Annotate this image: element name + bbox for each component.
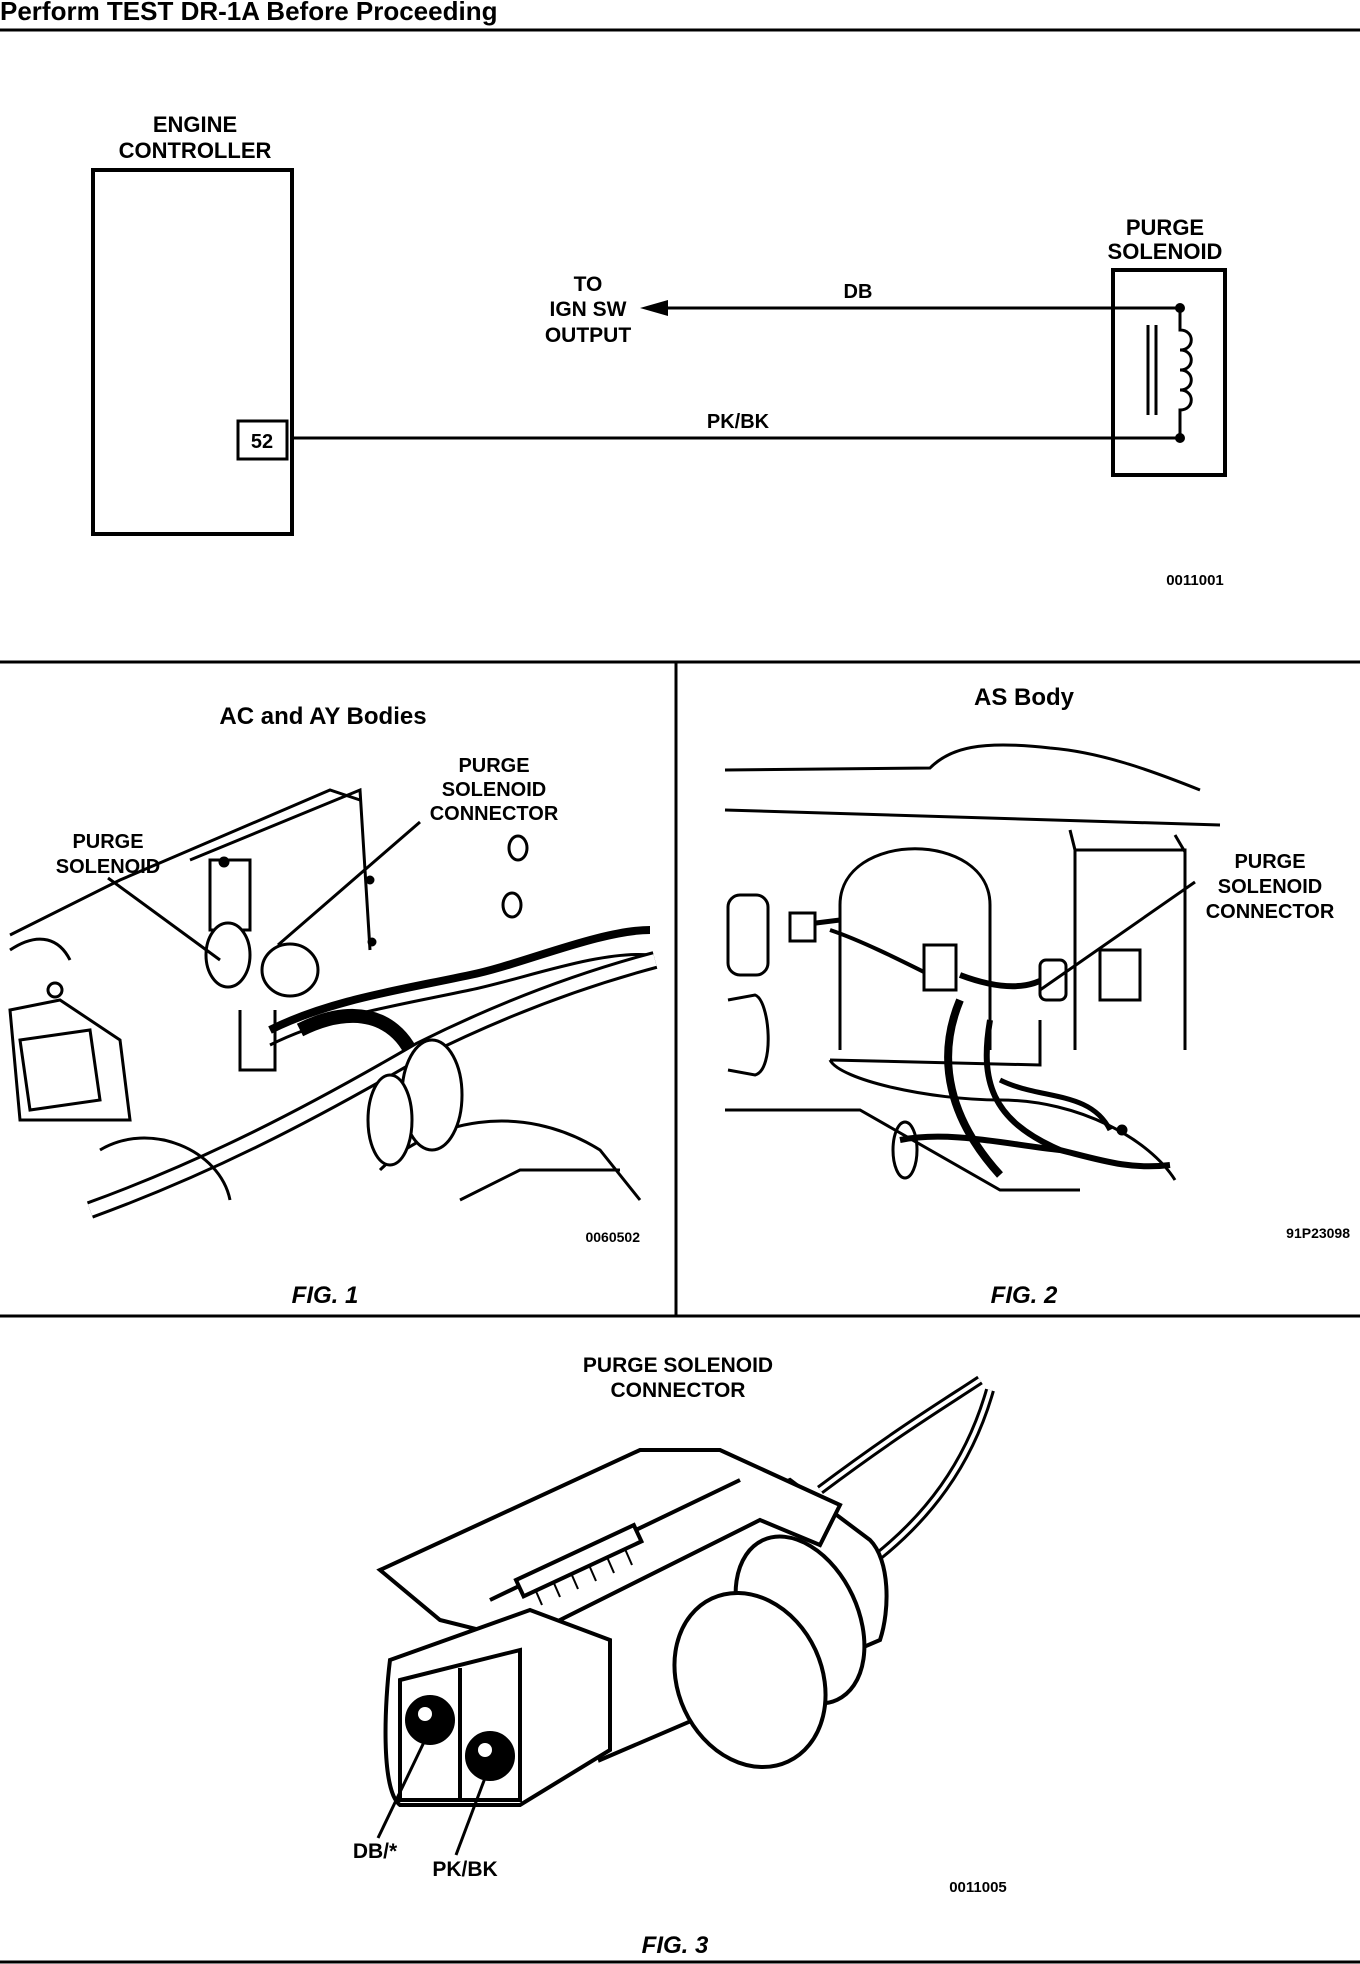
fig1-caption: FIG. 1 (292, 1282, 359, 1309)
fig1-label-purge-line1: PURGE (72, 831, 143, 853)
fig1-engine-bay-illustration (8, 787, 658, 1219)
fig1-leader-connector (277, 820, 421, 947)
fig1-label-connector-line2: SOLENOID (442, 779, 546, 801)
engine-controller-box (91, 168, 294, 536)
schematic-code: 0011001 (1166, 572, 1224, 589)
fig3-pin-db: DB/* (353, 1840, 398, 1863)
to-label-line2: IGN SW (550, 298, 627, 321)
fig2-label-connector-line3: CONNECTOR (1206, 901, 1335, 923)
fig3-leader-pkbk (454, 1777, 487, 1856)
solenoid-coil-icon (1178, 308, 1193, 438)
page-title: Perform TEST DR-1A Before Proceeding (0, 0, 498, 26)
purge-solenoid-label-line2: SOLENOID (1108, 239, 1223, 264)
fig3-connector-illustration (376, 1375, 995, 1807)
fig2-code: 91P23098 (1286, 1225, 1350, 1241)
fig1-leader-purge-solenoid (107, 876, 221, 962)
engine-controller-label-line1: ENGINE (153, 112, 237, 137)
fig1-label-connector-line3: CONNECTOR (430, 803, 559, 825)
fig3-code: 0011005 (949, 1879, 1007, 1896)
purge-solenoid-label-line1: PURGE (1126, 215, 1204, 240)
to-label-line1: TO (574, 273, 603, 296)
fig1-panel: AC and AY Bodies (8, 703, 658, 1309)
fig3-pin-pkbk: PK/BK (432, 1858, 497, 1881)
fig1-label-purge-line2: SOLENOID (56, 856, 160, 878)
fig2-title: AS Body (974, 684, 1075, 711)
wire-db-label: DB (844, 281, 873, 303)
fig2-leader-connector (1039, 880, 1196, 992)
wire-pkbk-label: PK/BK (707, 411, 770, 433)
arrow-left-icon (640, 300, 668, 316)
fig2-label-connector-line2: SOLENOID (1218, 876, 1322, 898)
fig2-panel: AS Body (724, 684, 1350, 1309)
fig3-caption: FIG. 3 (642, 1932, 709, 1959)
fig1-label-connector-line1: PURGE (458, 755, 529, 777)
fig3-leader-db (376, 1739, 427, 1839)
pin-number: 52 (251, 431, 273, 453)
fig1-title: AC and AY Bodies (219, 703, 426, 730)
fig3-panel: PURGE SOLENOID CONNECTOR (353, 1354, 1007, 1959)
fig3-title-line2: CONNECTOR (611, 1379, 746, 1402)
fig2-caption: FIG. 2 (991, 1282, 1058, 1309)
purge-solenoid-box (1111, 268, 1227, 477)
fig2-engine-bay-illustration (724, 743, 1221, 1192)
fig1-code: 0060502 (585, 1229, 640, 1245)
fig2-label-connector-line1: PURGE (1234, 851, 1305, 873)
to-label-line3: OUTPUT (545, 324, 632, 347)
fig3-title-line1: PURGE SOLENOID (583, 1354, 773, 1377)
wiring-schematic: ENGINE CONTROLLER 52 PK/BK DB TO IGN SW … (91, 112, 1227, 589)
engine-controller-label-line2: CONTROLLER (119, 138, 272, 163)
pin-52-box (236, 419, 289, 461)
